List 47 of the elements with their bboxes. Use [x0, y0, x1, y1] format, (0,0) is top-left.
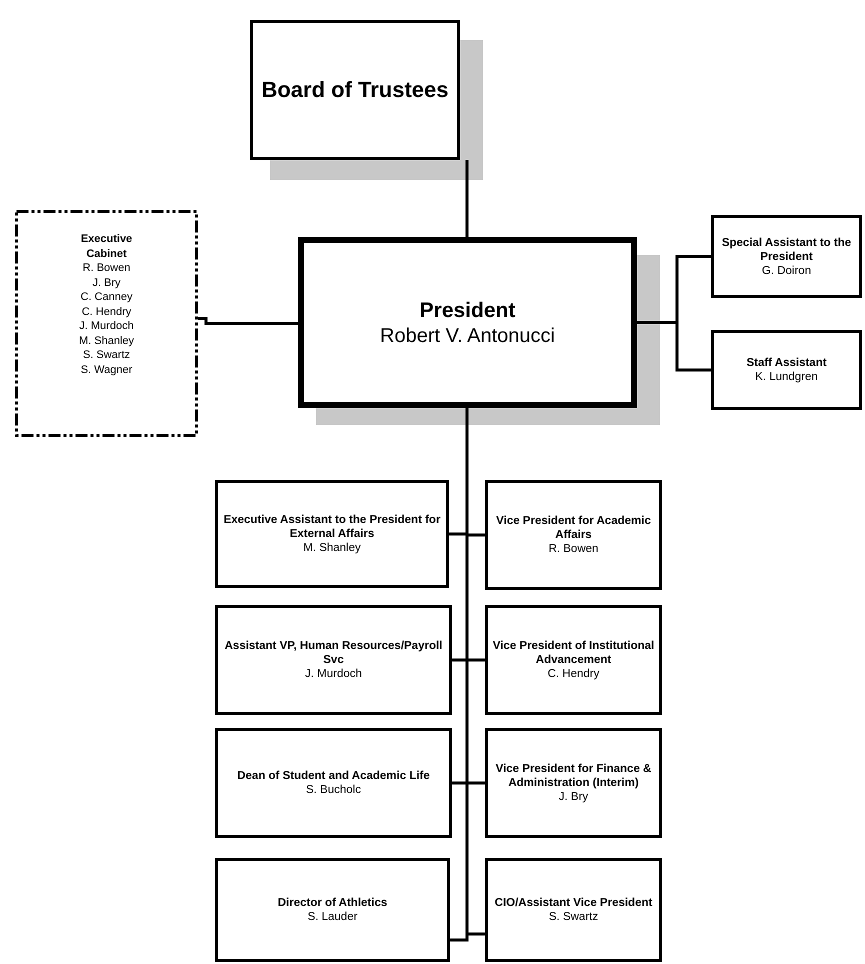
person-name: S. Wagner	[80, 362, 132, 377]
person-name: G. Doiron	[760, 264, 812, 278]
position-box	[215, 480, 449, 588]
position-box	[711, 330, 862, 410]
person-name: C. Hendry	[546, 667, 600, 681]
person-name: M. Shanley	[78, 334, 134, 348]
person-name: J. Bry	[92, 276, 121, 290]
person-name: J. Bry	[558, 790, 590, 804]
person-name: S. Swartz	[82, 348, 130, 362]
position-box	[711, 215, 862, 298]
box-title: President	[420, 298, 516, 324]
position-title: Dean of Student and Academic Life	[236, 769, 431, 783]
person-name: C. Hendry	[82, 304, 132, 319]
person-name: J. Murdoch	[79, 319, 134, 334]
position-title: Vice President for Academic Affairs	[495, 514, 652, 542]
person-name: S. Bucholc	[305, 783, 362, 797]
connector-line	[466, 160, 468, 237]
connector-line	[198, 317, 298, 325]
position-title: Vice President for Finance & Administration (Interim)	[494, 762, 652, 790]
position-title: Assistant VP, Human Resources/Payroll Svc	[224, 639, 444, 667]
cabinet-box	[15, 210, 198, 437]
position-title: Vice President of Institutional Advancement	[492, 639, 656, 667]
person-name: R. Bowen	[548, 542, 600, 556]
position-title: Director of Athletics	[276, 896, 388, 910]
position-box	[215, 858, 450, 962]
position-title: CIO/Assistant Vice President	[494, 896, 654, 910]
position-box	[485, 605, 662, 715]
person-name: S. Lauder	[306, 910, 358, 924]
position-title: Staff Assistant	[745, 356, 828, 370]
person-name: S. Swartz	[548, 910, 600, 924]
board-box	[250, 20, 460, 160]
position-box	[215, 728, 452, 838]
person-name: R. Bowen	[82, 261, 130, 276]
box-title: Executive Cabinet	[80, 232, 134, 261]
position-box	[485, 728, 662, 838]
position-title: Executive Assistant to the President for External Affairs	[222, 513, 442, 541]
president-box	[298, 237, 637, 408]
position-title: Special Assistant to the President	[720, 236, 852, 264]
person-name: J. Murdoch	[304, 667, 363, 681]
person-name: K. Lundgren	[754, 370, 819, 384]
position-box	[485, 480, 662, 590]
box-title: Board of Trustees	[261, 77, 449, 103]
person-name: Robert V. Antonucci	[380, 324, 555, 348]
position-box	[485, 858, 662, 962]
person-name: M. Shanley	[302, 541, 362, 555]
position-box	[215, 605, 452, 715]
person-name: C. Canney	[80, 290, 132, 304]
